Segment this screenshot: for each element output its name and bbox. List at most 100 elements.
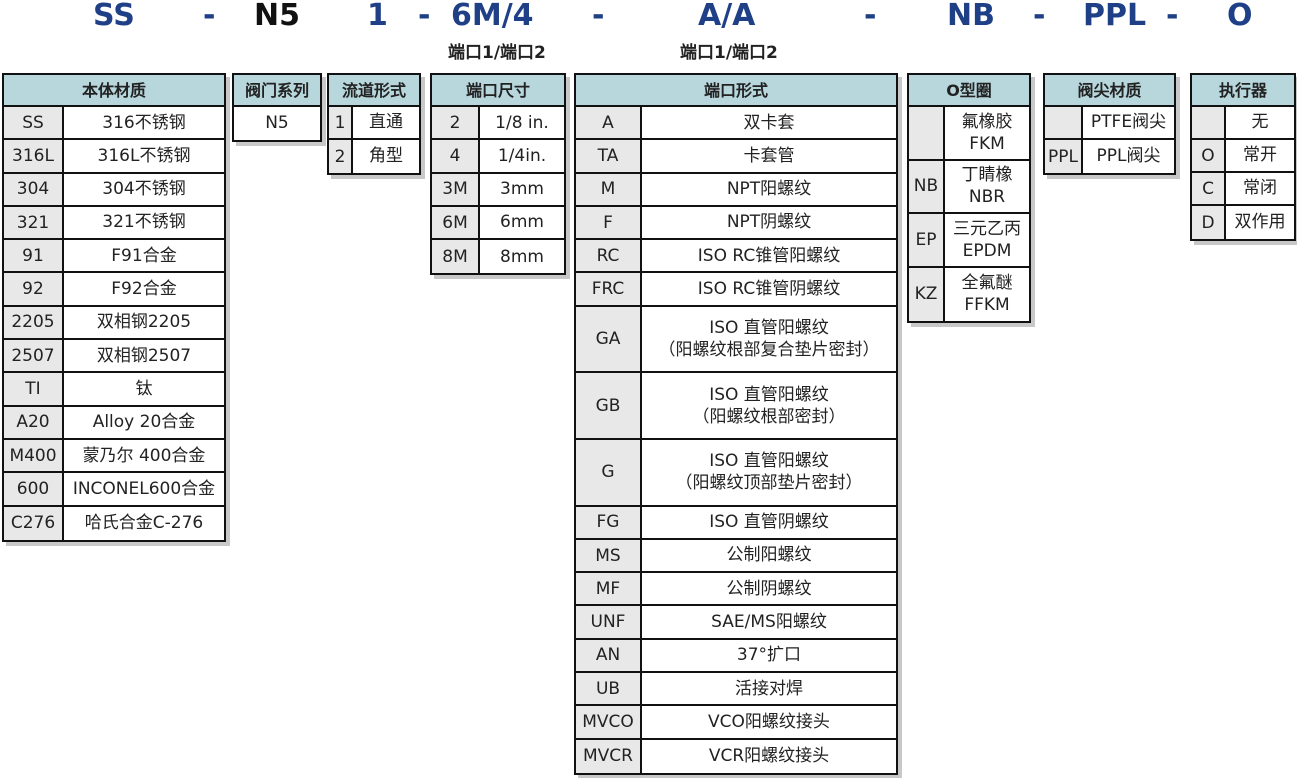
option-code: AN [576, 639, 642, 672]
table-header: O型圈 [909, 75, 1029, 107]
option-description: N5 [234, 107, 320, 140]
description-line: 常开 [1243, 145, 1277, 166]
description-line: 活接对焊 [735, 678, 803, 699]
description-line: ISO 直管阳螺纹 [709, 317, 829, 338]
description-line: 常闭 [1243, 178, 1277, 199]
option-code: G [576, 439, 642, 505]
description-line: NBR [968, 187, 1006, 208]
code-dash: - [1166, 0, 1179, 33]
description-line: EPDM [962, 240, 1012, 261]
description-line: 6mm [500, 212, 544, 233]
code-dash: - [592, 0, 605, 33]
code-body-material: SS [93, 0, 135, 33]
description-line: 1/4in. [497, 145, 547, 166]
option-description: ISO 直管阳螺纹（阳螺纹根部复合垫片密封） [642, 306, 896, 372]
description-line: 全氟醚 [961, 273, 1013, 294]
option-description: PPL阀尖 [1083, 140, 1174, 173]
description-line: 无 [1251, 112, 1269, 133]
option-code: 3M [432, 173, 480, 205]
option-code [909, 107, 945, 159]
description-line: ISO RC锥管阳螺纹 [697, 245, 841, 266]
option-description: 常开 [1226, 140, 1294, 171]
option-code: M400 [4, 439, 64, 472]
description-line: 316不锈钢 [102, 112, 186, 133]
description-line: 三元乙丙 [953, 218, 1021, 239]
option-description: ISO 直管阳螺纹（阳螺纹顶部垫片密封） [642, 439, 896, 505]
code-flow-form: 1 [367, 0, 388, 33]
table-row: UB 活接对焊 [576, 673, 896, 707]
option-code: UNF [576, 606, 642, 638]
option-code: 2 [432, 107, 480, 139]
option-description: Alloy 20合金 [64, 406, 224, 438]
table-header: 端口形式 [576, 75, 896, 107]
option-code: GA [576, 306, 642, 372]
option-code: EP [909, 214, 945, 266]
option-code: D [1192, 206, 1226, 239]
description-line: 丁睛橡 [961, 165, 1013, 186]
option-description: ISO 直管阴螺纹 [642, 506, 896, 538]
option-description: 卡套管 [642, 140, 896, 172]
option-code: UB [576, 673, 642, 705]
description-line: FFKM [964, 295, 1010, 316]
option-description: 316不锈钢 [64, 107, 224, 139]
option-description: 316L不锈钢 [64, 140, 224, 172]
description-line: 双卡套 [743, 112, 795, 133]
option-code: MVCR [576, 739, 642, 773]
description-line: 304不锈钢 [102, 179, 186, 200]
option-code [1045, 107, 1083, 138]
option-description: ISO RC锥管阴螺纹 [642, 273, 896, 305]
description-line: 氟橡胶 [961, 111, 1013, 132]
code-dash: - [864, 0, 877, 33]
option-description: 哈氏合金C-276 [64, 506, 224, 540]
code-actuator: O [1227, 0, 1253, 33]
description-line: F92合金 [111, 279, 177, 300]
option-description: 6mm [480, 206, 564, 239]
description-line: ISO 直管阳螺纹 [709, 384, 829, 405]
description-line: FKM [969, 133, 1005, 154]
description-line: 3mm [500, 179, 544, 200]
table-header: 执行器 [1192, 75, 1294, 107]
option-description: NPT阳螺纹 [642, 173, 896, 205]
table-header: 端口尺寸 [432, 75, 564, 107]
option-description: 双作用 [1226, 206, 1294, 239]
option-code: A20 [4, 406, 64, 438]
description-line: 双相钢2507 [96, 345, 192, 366]
table-row: 无 [1192, 107, 1294, 140]
option-code: MS [576, 539, 642, 572]
option-code: C [1192, 173, 1226, 204]
table-header: 流道形式 [329, 75, 419, 107]
option-code: GB [576, 373, 642, 438]
option-description: VCR阳螺纹接头 [642, 739, 896, 773]
option-code: 321 [4, 206, 64, 239]
option-code: 91 [4, 240, 64, 272]
option-code: PPL [1045, 140, 1083, 173]
table-header: 阀门系列 [234, 75, 320, 107]
option-description: 蒙乃尔 400合金 [64, 439, 224, 472]
description-line: ISO RC锥管阴螺纹 [697, 279, 841, 300]
port-size-subtitle: 端口1/端口2 [448, 43, 546, 63]
description-line: 37°扩口 [736, 645, 802, 666]
table-row: 3M 3mm [432, 173, 564, 207]
code-dash: - [418, 0, 431, 33]
option-description: 8mm [480, 240, 564, 274]
option-description: 304不锈钢 [64, 173, 224, 205]
table-row: A20 Alloy 20合金 [4, 406, 224, 440]
table-row: AN 37°扩口 [576, 639, 896, 674]
description-line: Alloy 20合金 [92, 412, 196, 433]
